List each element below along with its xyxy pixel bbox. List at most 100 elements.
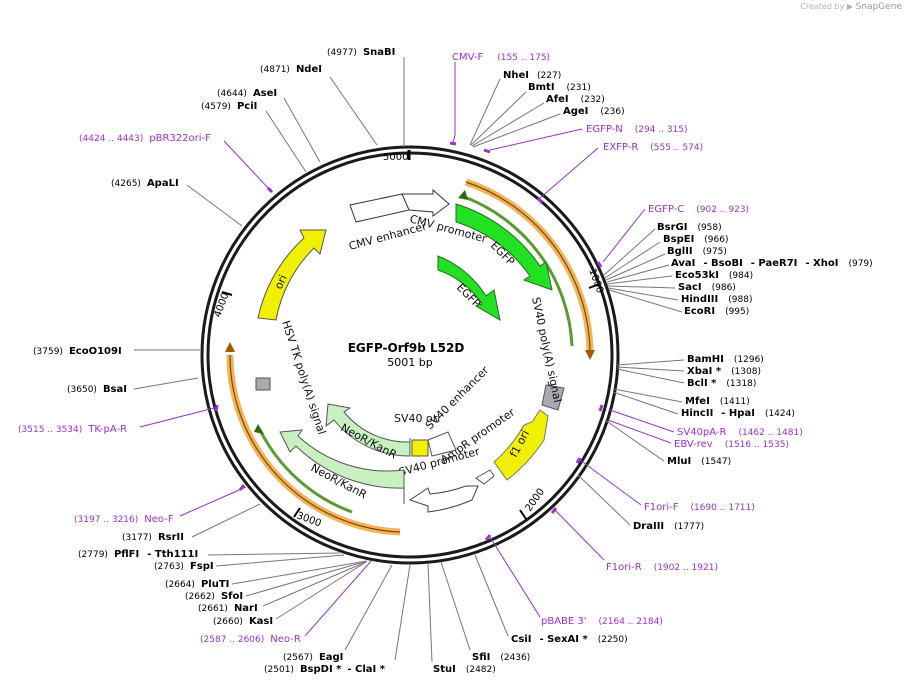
leader-mlui <box>604 419 665 462</box>
leader-xbai <box>616 366 685 372</box>
primer-ebv-rev: EBV-rev(1516 .. 1535) <box>674 439 789 450</box>
site-fspi: (2763)FspI <box>154 561 214 572</box>
site-bsai: (3650)BsaI <box>67 384 127 395</box>
leader-kasi <box>275 561 367 620</box>
leader-sfii <box>440 561 471 651</box>
feature-sv40-polya: SV40 poly(A) signal <box>529 296 565 411</box>
leader-hincii <box>612 391 679 415</box>
primer-cmv-f: CMV-F(155 .. 175) <box>452 52 550 63</box>
primer-leader-egfp-c <box>602 208 646 263</box>
leader-eco53ki <box>606 275 673 285</box>
primer-egfp-n: EGFP-N(294 .. 315) <box>586 124 688 135</box>
feature-hsv-tk-polya: HSV TK poly(A) signal <box>255 319 328 436</box>
marker-f1ori-r <box>550 507 558 514</box>
hsv-tk-polya-label: HSV TK poly(A) signal <box>279 319 328 436</box>
orf-arc-egfp-head <box>585 350 595 360</box>
plasmid-length: 5001 bp <box>387 356 432 369</box>
ori-label: ori <box>272 273 290 291</box>
marker-pbr322ori-f <box>266 186 274 194</box>
site-csii: CsiI- SexAI *(2250) <box>511 634 628 645</box>
site-bamhi: BamHI(1296) <box>687 354 764 365</box>
primer-pbabe: pBABE 3'(2164 .. 2184) <box>541 616 663 627</box>
f1-ori-arrow <box>493 409 549 481</box>
leader-bmti <box>470 91 527 146</box>
site-stui: StuI(2482) <box>433 664 496 675</box>
tick-label-1000: 1000 <box>586 267 605 295</box>
inner-sv40-ori: SV40 ori <box>394 412 440 457</box>
inner-sv40-enhancer-label: SV40 enhancer <box>423 363 492 432</box>
sv40-polya-box <box>541 384 565 411</box>
site-xbai: XbaI *(1308) <box>687 366 761 377</box>
orf-thin-egfp <box>461 194 574 347</box>
cmv-promoter-arrow <box>401 188 450 217</box>
site-kasi: (2660)KasI <box>213 616 273 627</box>
site-bglii: BglII(975) <box>667 246 727 257</box>
site-bmti: BmtI(231) <box>528 82 591 93</box>
tick-label-4000: 4000 <box>212 291 231 319</box>
tick-label-3000: 3000 <box>295 510 323 529</box>
leader-stui <box>427 563 433 663</box>
site-mlui: MluI(1547) <box>667 456 731 467</box>
site-pluti: (2664)PluTI <box>165 579 229 590</box>
marker-cmv-f <box>449 141 457 146</box>
site-saci: SacI(986) <box>678 282 736 293</box>
primer-leader-neo-r <box>304 559 373 637</box>
leader-saci <box>607 285 676 289</box>
inner-sv40-enhancer-box <box>427 431 457 457</box>
leader-pcii <box>265 110 307 173</box>
leader-bsai <box>133 377 199 390</box>
site-bsrgi: BsrGI(958) <box>657 222 722 233</box>
marker-exfp-r <box>536 197 544 204</box>
primer-f1ori-r: F1ori-R(1902 .. 1921) <box>606 562 718 573</box>
leader-nhei <box>469 78 501 146</box>
leader-sfoi <box>245 560 368 597</box>
backbone-outer-ring <box>200 145 620 565</box>
site-bcli: BclI *(1318) <box>687 378 756 389</box>
leader-fspi <box>215 554 345 567</box>
neor-kanr-arrow <box>279 429 405 504</box>
marker-neo-f <box>238 484 246 491</box>
site-ecori: EcoRI(995) <box>684 306 749 317</box>
leader-avai <box>606 264 670 283</box>
leader-rsrii <box>191 503 261 538</box>
site-afei: AfeI(232) <box>546 94 605 105</box>
site-nhei: NheI(227) <box>503 70 561 81</box>
site-agei: AgeI(236) <box>563 106 625 117</box>
inner-egfp: EGFP <box>437 255 501 321</box>
tick-3000 <box>293 507 301 518</box>
inner-sv40-ori-box <box>411 439 429 457</box>
primer-f1ori-f: F1ori-F(1690 .. 1711) <box>644 502 755 513</box>
leader-mfei <box>613 388 683 403</box>
leader-bspei <box>604 241 661 279</box>
leader-pflfi <box>207 552 341 556</box>
leader-bglii <box>605 253 666 281</box>
marker-f1ori-f <box>575 457 582 464</box>
primer-tk-pa-r: (3515 .. 3534)TK-pA-R <box>18 424 127 435</box>
primer-leader-neo-f <box>179 486 247 517</box>
primer-leader-ebv-rev <box>607 419 672 444</box>
brand-name: SnapGene <box>855 2 902 12</box>
primer-labels: CMV-F(155 .. 175) EGFP-N(294 .. 315) EXF… <box>18 52 803 645</box>
site-sfoi: (2662)SfoI <box>185 591 243 602</box>
leader-ecori <box>608 289 683 313</box>
orf-arc-neor-head <box>225 342 235 352</box>
tick-2000 <box>519 509 527 520</box>
tick-1000 <box>588 283 600 289</box>
snapgene-logo-icon: ▶ <box>846 2 854 11</box>
tick-label-5000: 5000 <box>383 152 408 163</box>
primer-leaders <box>139 62 675 637</box>
primer-leader-f1ori-r <box>554 509 605 561</box>
site-labels: (4977)SnaBI (4871)NdeI (4644)AseI (4579)… <box>33 47 873 675</box>
marker-pbabe <box>484 534 492 541</box>
orf-thin-egfp-head <box>458 190 468 200</box>
site-snabi: (4977)SnaBI <box>327 47 395 58</box>
site-draiii: DraIII(1777) <box>633 521 704 532</box>
leader-nari <box>262 561 367 607</box>
leader-agei <box>472 113 561 148</box>
cmv-enhancer-arrow <box>349 193 411 223</box>
leader-csii <box>474 554 509 637</box>
primer-neo-f: (3197 .. 3216)Neo-F <box>74 514 174 525</box>
leader-bcli <box>616 368 685 384</box>
primer-leader-cmv-f <box>452 62 456 144</box>
